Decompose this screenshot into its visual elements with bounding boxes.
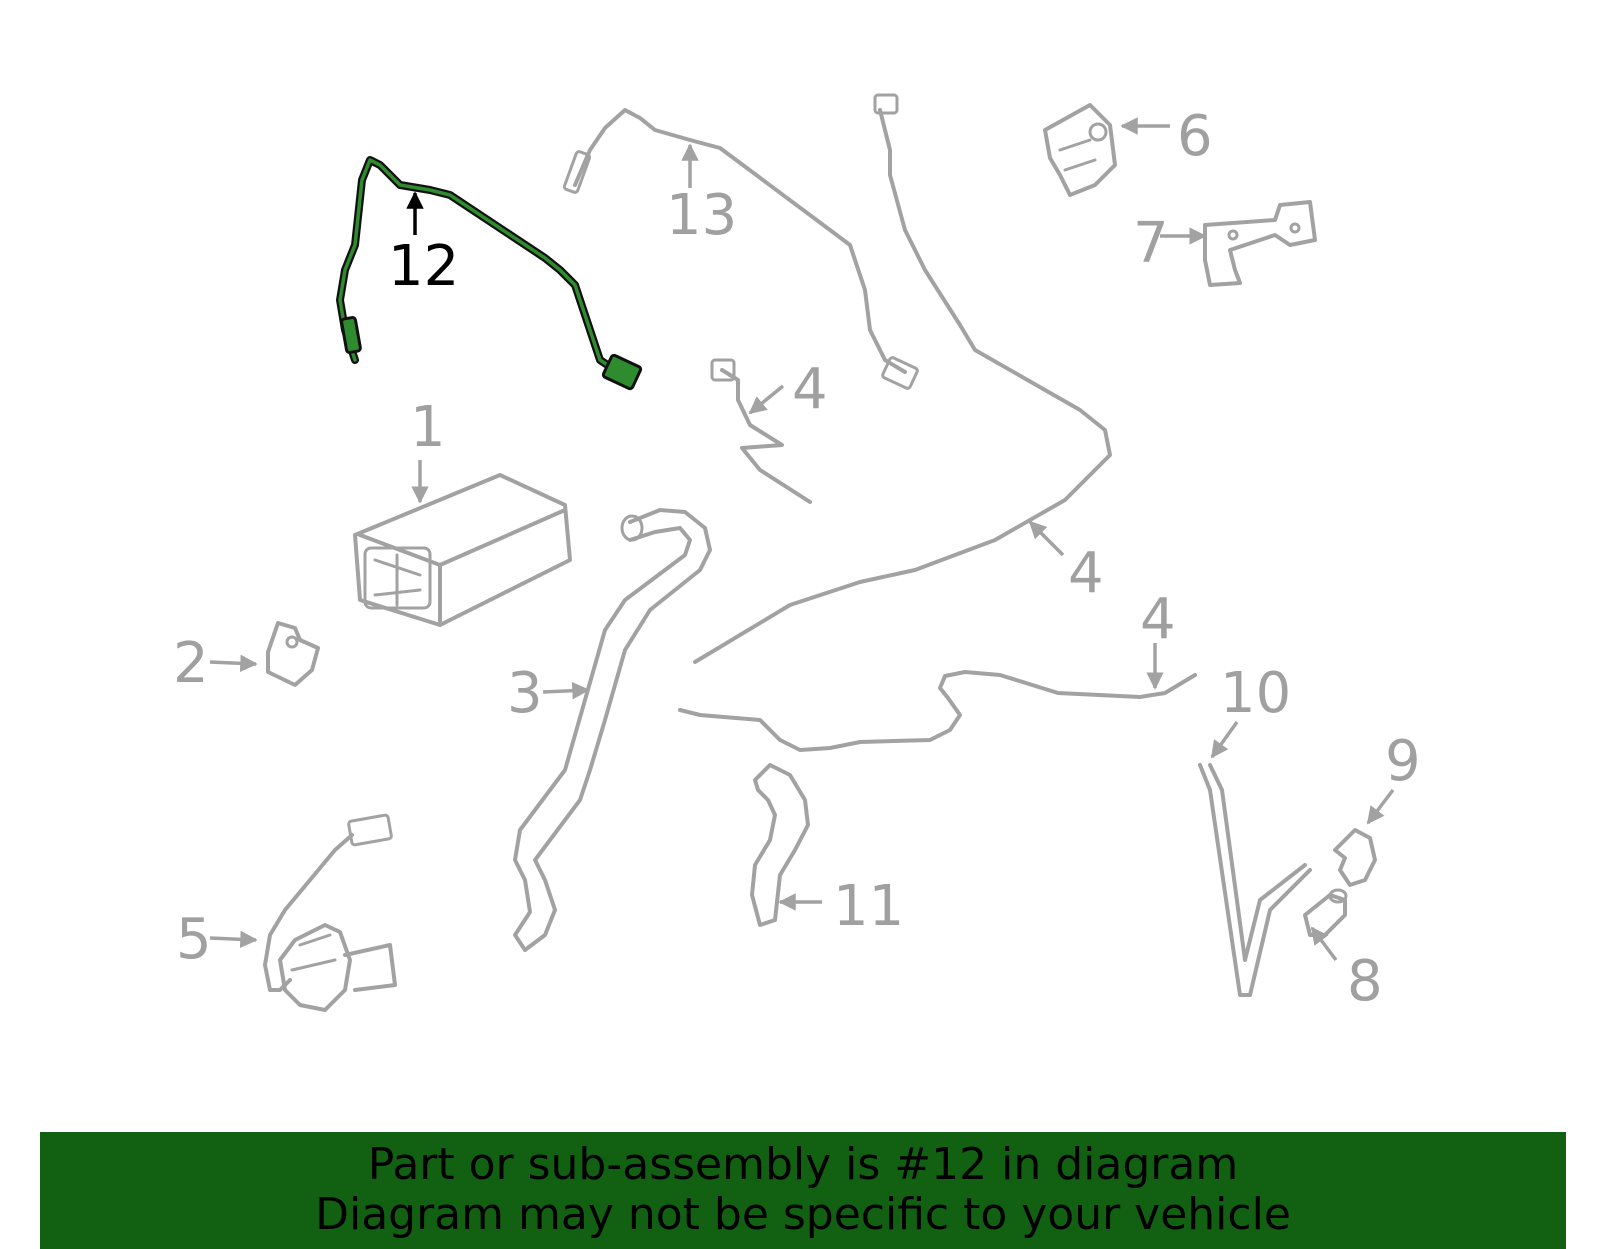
callout-arrow-9 xyxy=(1366,788,1395,825)
callout-3: 3 xyxy=(507,661,543,726)
callout-9: 9 xyxy=(1385,729,1421,794)
callout-13: 13 xyxy=(666,183,737,248)
part-6-valve[interactable] xyxy=(1043,103,1117,197)
callout-11: 11 xyxy=(833,874,904,939)
part-1-canister[interactable] xyxy=(353,473,572,627)
part-4-lower-hose[interactable] xyxy=(678,670,1197,752)
banner-line-part: Part or sub-assembly is #12 in diagram xyxy=(367,1139,1239,1190)
callout-arrow-8 xyxy=(1310,926,1338,962)
callout-arrow-3 xyxy=(542,681,590,700)
callout-12: 12 xyxy=(388,234,459,299)
part-13-sensor[interactable] xyxy=(562,108,919,390)
callout-4a: 4 xyxy=(792,357,828,422)
part-5-pump[interactable] xyxy=(263,813,397,1012)
part-9-elbow[interactable] xyxy=(1333,828,1377,887)
part-4-small-hose[interactable] xyxy=(710,358,812,504)
part-3-hose[interactable] xyxy=(513,508,712,952)
callout-arrow-4b xyxy=(1028,520,1065,557)
callout-6: 6 xyxy=(1177,104,1213,169)
callout-arrow-10 xyxy=(1210,720,1239,759)
callout-8: 8 xyxy=(1347,949,1383,1014)
part-12-oxygen-sensor[interactable] xyxy=(336,156,643,391)
part-10-tube[interactable] xyxy=(1198,763,1312,997)
callout-4b: 4 xyxy=(1068,541,1104,606)
part-4-long-hose[interactable] xyxy=(693,93,1112,664)
part-7-bracket[interactable] xyxy=(1203,200,1317,287)
callout-10: 10 xyxy=(1220,661,1291,726)
callout-7: 7 xyxy=(1133,211,1169,276)
callout-arrow-5 xyxy=(209,930,258,949)
callout-5: 5 xyxy=(176,907,212,972)
callout-2: 2 xyxy=(173,631,209,696)
part-11-hose[interactable] xyxy=(750,763,810,927)
callout-1: 1 xyxy=(410,395,446,460)
notice-banner: Part or sub-assembly is #12 in diagram D… xyxy=(40,1132,1566,1249)
banner-line-disclaimer: Diagram may not be specific to your vehi… xyxy=(315,1189,1291,1240)
callout-arrow-2 xyxy=(209,654,258,673)
callout-4c: 4 xyxy=(1140,587,1176,652)
part-8-connector[interactable] xyxy=(1303,888,1348,937)
part-2-bracket[interactable] xyxy=(266,621,320,687)
callout-arrow-4a xyxy=(748,384,785,415)
